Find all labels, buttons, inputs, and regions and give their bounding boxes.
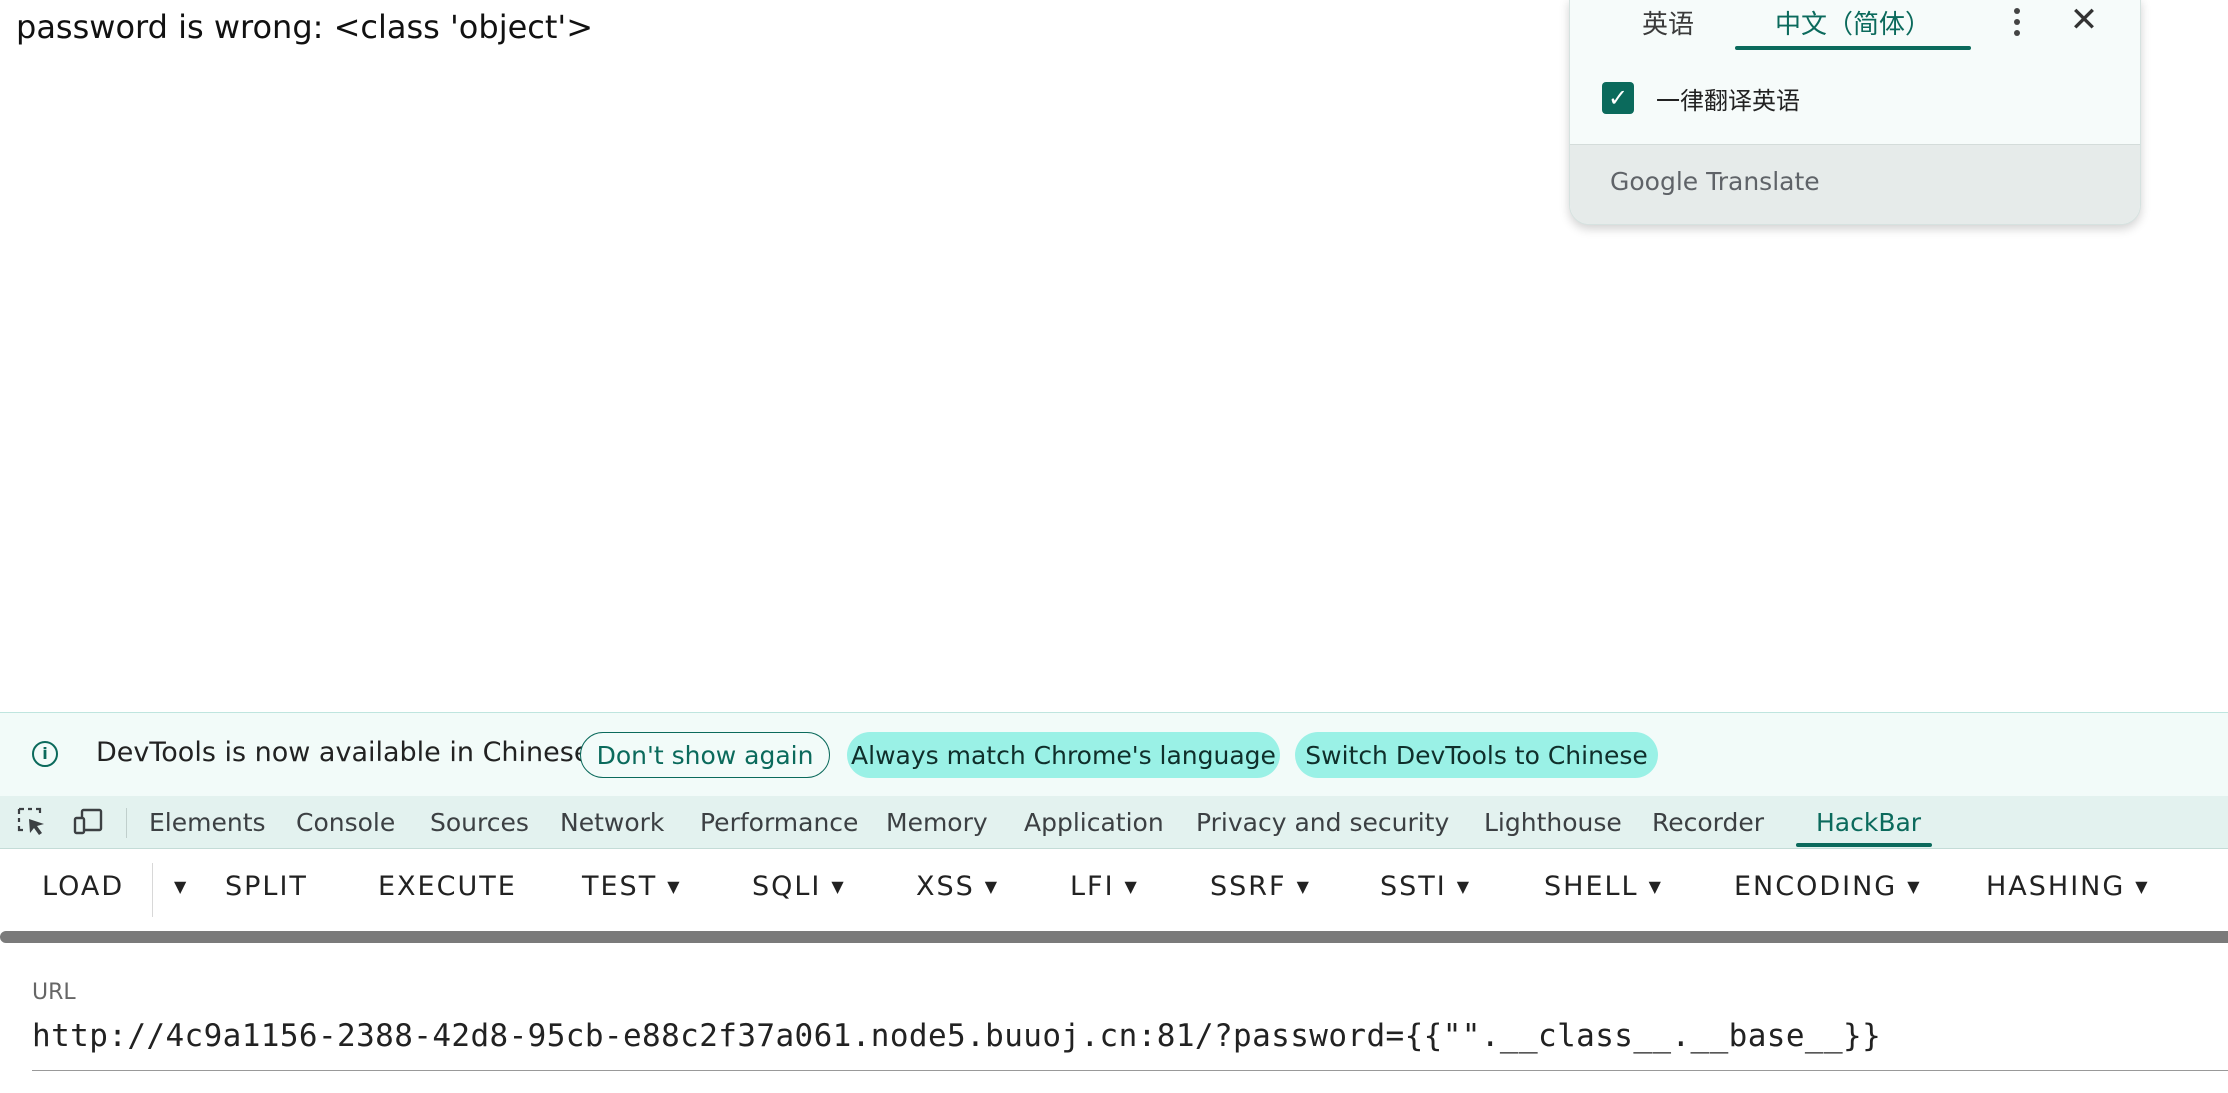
translate-language-tabs: 英语 中文（简体） ✕ <box>1570 0 2140 54</box>
encoding-menu-label: ENCODING <box>1734 871 1898 902</box>
tab-console[interactable]: Console <box>296 808 396 837</box>
chevron-down-icon: ▼ <box>984 877 1000 896</box>
tab-privacy-security[interactable]: Privacy and security <box>1196 808 1450 837</box>
lfi-menu-label: LFI <box>1070 871 1115 902</box>
page-message: password is wrong: <class 'object'> <box>16 8 594 46</box>
url-input[interactable]: http://4c9a1156-2388-42d8-95cb-e88c2f37a… <box>32 1018 1882 1054</box>
tab-hackbar[interactable]: HackBar <box>1816 808 1922 837</box>
tab-application[interactable]: Application <box>1024 808 1164 837</box>
dont-show-again-button[interactable]: Don't show again <box>580 732 830 778</box>
more-options-icon[interactable] <box>2002 2 2032 42</box>
load-divider <box>152 863 153 917</box>
active-tab-indicator <box>1796 843 1932 847</box>
ssti-menu[interactable]: SSTI ▼ <box>1380 871 1471 902</box>
sqli-menu[interactable]: SQLI ▼ <box>752 871 846 902</box>
test-menu-label: TEST <box>582 871 658 902</box>
hashing-menu[interactable]: HASHING ▼ <box>1986 871 2150 902</box>
sqli-menu-label: SQLI <box>752 871 822 902</box>
inspect-element-icon[interactable] <box>16 806 48 838</box>
chevron-down-icon: ▼ <box>831 877 846 896</box>
chevron-down-icon: ▼ <box>1648 877 1663 896</box>
hackbar-toolbar: LOAD ▼ SPLIT EXECUTE TEST ▼ SQLI ▼ XSS ▼ LF… <box>0 849 2228 931</box>
always-translate-label: 一律翻译英语 <box>1656 86 1800 115</box>
language-message: DevTools is now available in Chinese <box>96 737 591 768</box>
shell-menu-label: SHELL <box>1544 871 1639 902</box>
info-icon: i <box>32 741 58 767</box>
execute-button[interactable]: EXECUTE <box>378 871 517 902</box>
chevron-down-icon: ▼ <box>1124 877 1139 896</box>
lfi-menu[interactable]: LFI ▼ <box>1070 871 1139 902</box>
always-match-language-button[interactable]: Always match Chrome's language <box>847 732 1280 778</box>
chevron-down-icon: ▼ <box>667 877 682 896</box>
shell-menu[interactable]: SHELL ▼ <box>1544 871 1663 902</box>
devtools-language-bar: i DevTools is now available in Chinese D… <box>0 712 2228 797</box>
chevron-down-icon: ▼ <box>1456 877 1472 896</box>
chevron-down-icon: ▼ <box>1296 877 1311 896</box>
tab-source-language[interactable]: 英语 <box>1642 10 1695 40</box>
switch-devtools-chinese-button[interactable]: Switch DevTools to Chinese <box>1295 732 1658 778</box>
load-button[interactable]: LOAD <box>42 871 125 902</box>
ssrf-menu[interactable]: SSRF ▼ <box>1210 871 1311 902</box>
url-input-underline <box>32 1070 2228 1071</box>
test-menu[interactable]: TEST ▼ <box>582 871 682 902</box>
chevron-down-icon: ▼ <box>1907 877 1922 896</box>
tab-elements[interactable]: Elements <box>149 808 266 837</box>
tab-lighthouse[interactable]: Lighthouse <box>1484 808 1622 837</box>
xss-menu-label: XSS <box>916 871 975 902</box>
tab-strip-separator <box>126 808 127 838</box>
chevron-down-icon: ▼ <box>2135 877 2150 896</box>
brand-google: Google <box>1610 167 1699 196</box>
brand-suffix: Translate <box>1706 167 1820 196</box>
tab-memory[interactable]: Memory <box>886 808 988 837</box>
always-translate-checkbox[interactable]: ✓ <box>1602 82 1634 114</box>
active-tab-indicator <box>1735 46 1971 50</box>
google-translate-logo: Google Translate <box>1610 167 1820 196</box>
hashing-menu-label: HASHING <box>1986 871 2126 902</box>
toolbar-scrollbar[interactable] <box>0 931 2228 943</box>
tab-target-language[interactable]: 中文（简体） <box>1775 10 1932 40</box>
close-icon[interactable]: ✕ <box>2069 0 2099 40</box>
tab-sources[interactable]: Sources <box>430 808 529 837</box>
tab-recorder[interactable]: Recorder <box>1652 808 1765 837</box>
encoding-menu[interactable]: ENCODING ▼ <box>1734 871 1922 902</box>
split-button[interactable]: SPLIT <box>225 871 308 902</box>
url-label: URL <box>32 980 76 1005</box>
ssti-menu-label: SSTI <box>1380 871 1447 902</box>
tab-network[interactable]: Network <box>560 808 665 837</box>
ssrf-menu-label: SSRF <box>1210 871 1287 902</box>
load-dropdown-icon[interactable]: ▼ <box>174 877 189 896</box>
translate-footer: Google Translate <box>1570 144 2140 224</box>
devtools-tab-strip: Elements Console Sources Network Perform… <box>0 796 2228 849</box>
always-translate-row: ✓ 一律翻译英语 <box>1602 80 1800 116</box>
tab-performance[interactable]: Performance <box>700 808 859 837</box>
xss-menu[interactable]: XSS ▼ <box>916 871 999 902</box>
device-toolbar-icon[interactable] <box>72 806 104 838</box>
translate-popup: 英语 中文（简体） ✕ ✓ 一律翻译英语 Google Translate <box>1569 0 2141 225</box>
